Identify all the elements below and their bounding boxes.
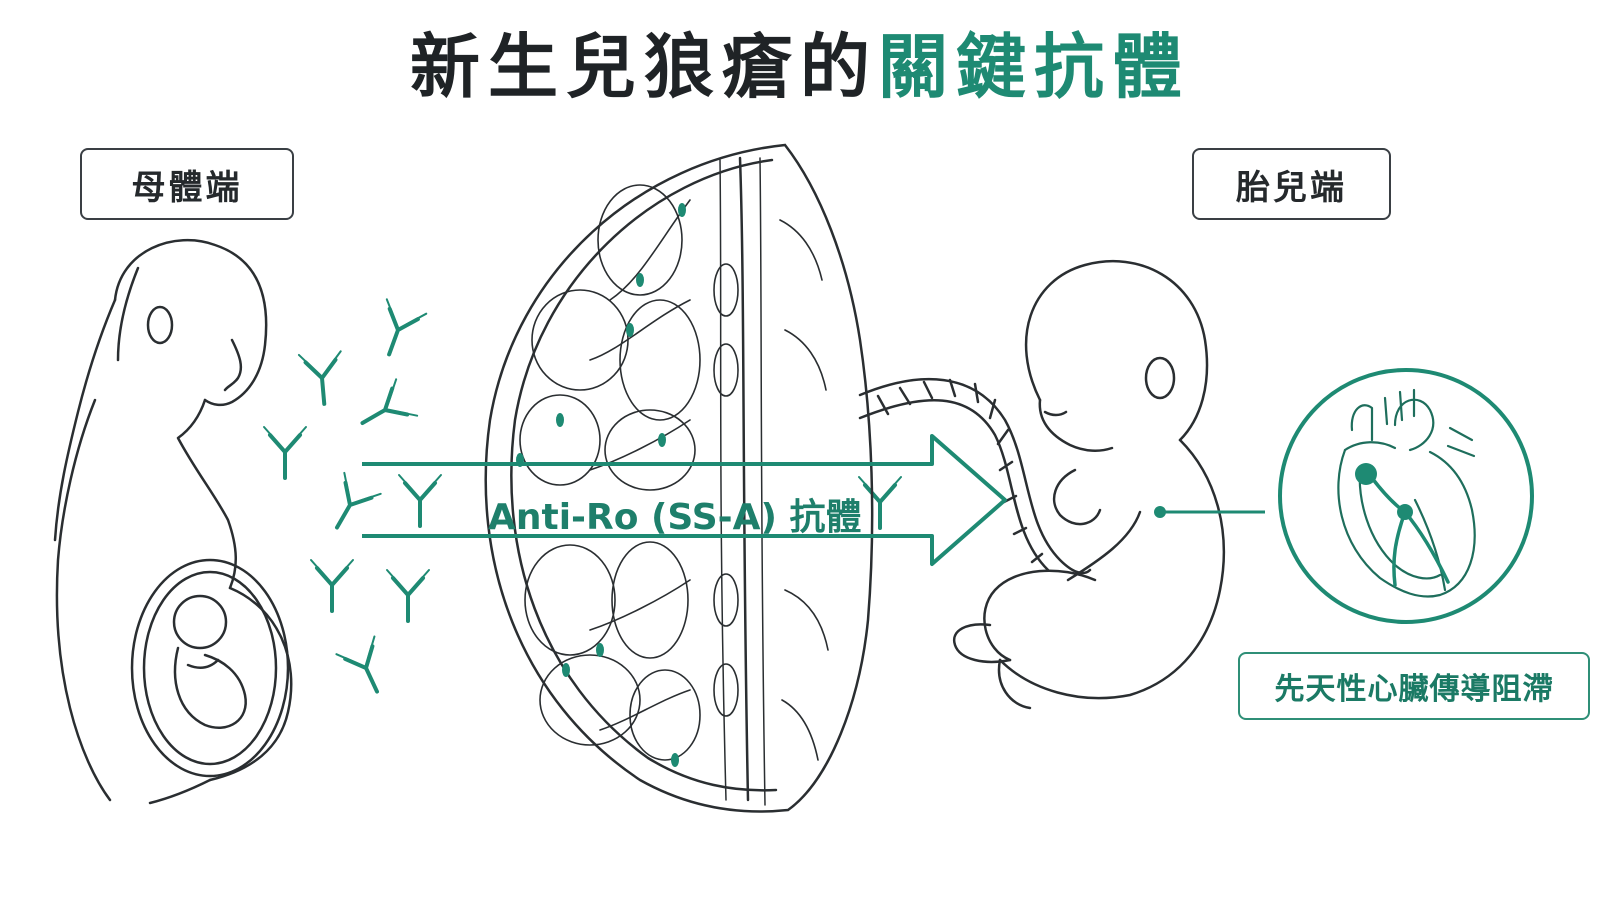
antibody-icon <box>316 470 383 541</box>
antibody-icon <box>309 558 355 613</box>
antibody-icon <box>397 473 443 528</box>
page-title: 新生兒狼瘡的關鍵抗體 <box>0 22 1600 112</box>
heart-connector <box>1154 506 1265 518</box>
antibody-icon <box>367 297 429 364</box>
umbilical-cord <box>858 377 1092 575</box>
antibody-icon <box>385 568 431 623</box>
pregnant-woman-figure <box>53 238 293 805</box>
antibody-arrow-label: Anti-Ro (SS-A) 抗體 <box>488 497 862 538</box>
fetus-label: 胎兒端 <box>1192 148 1391 220</box>
antibody-icon <box>857 475 903 530</box>
placenta-cross-section <box>484 143 874 813</box>
title-highlight: 關鍵抗體 <box>878 26 1190 108</box>
antibody-icon <box>262 425 308 480</box>
process-arrow <box>362 434 1007 566</box>
antibody-icon <box>296 349 348 408</box>
heart-block-label: 先天性心臟傳導阻滯 <box>1238 652 1590 720</box>
fetus-figure <box>952 260 1226 710</box>
antibody-icon <box>334 634 399 703</box>
antibody-icon <box>349 377 420 444</box>
mother-label: 母體端 <box>80 148 294 220</box>
heart-conduction-icon <box>1278 368 1534 624</box>
title-main: 新生兒狼瘡的 <box>410 26 878 108</box>
